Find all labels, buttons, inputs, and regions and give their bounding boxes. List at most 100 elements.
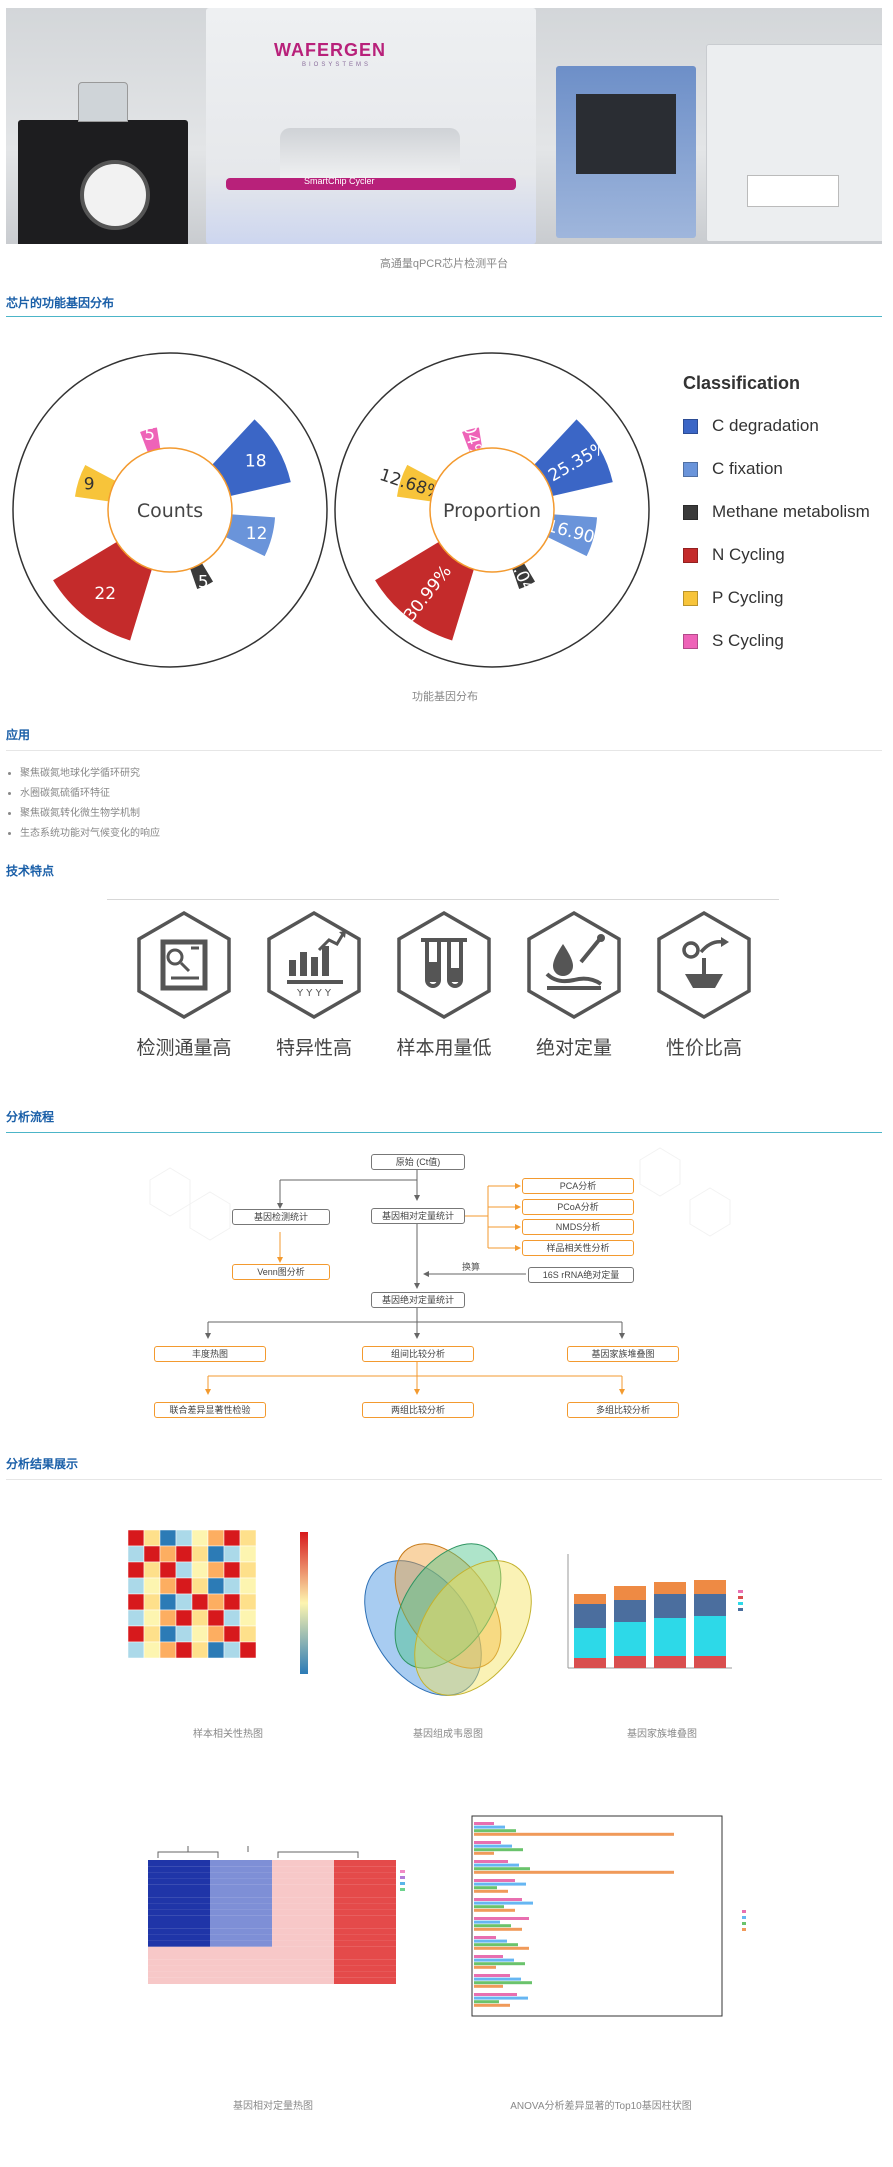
scale-icon — [657, 910, 751, 1020]
venn-diagram-image — [364, 1543, 532, 1696]
pie-caption: 功能基因分布 — [412, 691, 478, 703]
pie-slice-label: 5 — [198, 572, 209, 592]
list-item: 聚焦碳氮转化微生物学机制 — [20, 804, 160, 824]
feature-label: 特异性高 — [275, 1038, 352, 1059]
relative-heatmap-image — [148, 1846, 405, 1984]
pie-slice-methane-metabolism — [512, 563, 536, 589]
chip-icon — [137, 910, 231, 1020]
flow-node-family-stack: 基因家族堆叠图 — [567, 1346, 679, 1362]
flow-node-gene-detect: 基因检测统计 — [232, 1209, 330, 1225]
legend-label: C degradation — [712, 416, 819, 435]
legend-item: S Cycling — [683, 631, 784, 651]
flow-node-group-cmp: 组间比较分析 — [362, 1346, 474, 1362]
pie-slice-c-fixation — [225, 514, 276, 557]
feature-label: 绝对定量 — [535, 1038, 612, 1059]
flow-node-absolute: 基因绝对定量统计 — [371, 1292, 465, 1308]
legend-label: P Cycling — [712, 588, 784, 607]
correlation-heatmap-image — [128, 1530, 308, 1674]
flow-node-venn: Venn图分析 — [232, 1264, 330, 1280]
pie-slice-c-degradation — [534, 419, 613, 497]
test-tubes-icon — [397, 910, 491, 1020]
pie-slice-label: 12 — [246, 524, 268, 544]
section-title-results: 分析结果展示 — [6, 1457, 79, 1471]
legend-item: Methane metabolism — [683, 502, 870, 522]
feature-item: 检测通量高 — [124, 910, 244, 1060]
flow-node-relative: 基因相对定量统计 — [371, 1208, 465, 1224]
section-title-apps: 应用 — [6, 728, 31, 742]
feature-label: 性价比高 — [665, 1038, 742, 1059]
pie-slice-s-cycling — [462, 427, 483, 453]
legend-swatch — [683, 590, 698, 606]
pressure-device — [18, 82, 188, 244]
feature-item: Y Y Y Y 特异性高 — [254, 910, 374, 1060]
pie-slice-label: 9 — [84, 475, 95, 495]
pie-slice-n-cycling — [53, 541, 152, 641]
hero-caption: 高通量qPCR芯片检测平台 — [379, 258, 509, 270]
flow-node-start: 原始 (Ct值) — [371, 1154, 465, 1170]
legend-swatch — [683, 504, 698, 520]
stacked-bar-image — [567, 1554, 743, 1669]
flow-connectors — [149, 1147, 731, 1395]
list-item: 聚焦碳氮地球化学循环研究 — [20, 764, 160, 784]
pie-center — [107, 447, 233, 573]
section-divider — [6, 1479, 882, 1480]
flow-label-convert: 换算 — [462, 1262, 481, 1272]
legend-title: Classification — [683, 373, 801, 393]
brand-logo: WAFERGEN — [274, 40, 387, 60]
legend-item: N Cycling — [683, 545, 785, 565]
result-caption: 基因组成韦恩图 — [413, 1729, 483, 1740]
feature-label: 样本用量低 — [396, 1038, 492, 1059]
flow-node-nmds: NMDS分析 — [522, 1219, 634, 1235]
pie-center-label: Proportion — [443, 500, 541, 522]
legend-item: P Cycling — [683, 588, 784, 608]
app-list: 聚焦碳氮地球化学循环研究 水圈碳氮硫循环特征 聚焦碳氮转化微生物学机制 生态系统… — [10, 764, 160, 844]
section-divider — [6, 316, 882, 317]
bar-chart-icon: Y Y Y Y — [267, 910, 361, 1020]
list-item: 生态系统功能对气候变化的响应 — [20, 824, 160, 844]
section-title-features: 技术特点 — [6, 864, 55, 878]
device-label: SmartChip Cycler — [304, 176, 375, 186]
flow-node-corr: 样品相关性分析 — [522, 1240, 634, 1256]
result-caption: 基因相对定量热图 — [233, 2101, 313, 2112]
legend-swatch — [683, 418, 698, 434]
feature-label: 检测通量高 — [136, 1038, 232, 1059]
result-caption: 样本相关性热图 — [193, 1729, 263, 1740]
legend-label: S Cycling — [712, 631, 784, 650]
pie-slice-n-cycling — [375, 541, 474, 641]
flow-node-two-group: 两组比较分析 — [362, 1402, 474, 1418]
flow-node-diff-test: 联合差异显著性检验 — [154, 1402, 266, 1418]
pie-center — [429, 447, 555, 573]
robot-device — [706, 44, 882, 242]
section-divider — [6, 750, 882, 751]
list-item: 水圈碳氮硫循环特征 — [20, 784, 160, 804]
pie-slice-methane-metabolism — [190, 563, 214, 589]
pie-slice-label: 18 — [245, 452, 267, 472]
anova-barplot-image — [471, 1815, 746, 2017]
pie-slice-label: 5 — [144, 425, 155, 445]
pie-slice-p-cycling — [74, 464, 116, 502]
flow-node-heatmap: 丰度热图 — [154, 1346, 266, 1362]
brand-subtitle: BIOSYSTEMS — [302, 62, 372, 68]
pie-slice-c-degradation — [212, 419, 291, 497]
flow-node-pcoa: PCoA分析 — [522, 1199, 634, 1215]
flow-node-pca: PCA分析 — [522, 1178, 634, 1194]
flow-node-multi-group: 多组比较分析 — [567, 1402, 679, 1418]
legend-label: N Cycling — [712, 545, 785, 564]
dropper-icon — [527, 910, 621, 1020]
legend-label: Methane metabolism — [712, 502, 870, 521]
hero-photo: WAFERGEN BIOSYSTEMS SmartChip Cycler — [6, 8, 882, 244]
legend-label: C fixation — [712, 459, 783, 478]
pie-slice-c-fixation — [547, 514, 598, 557]
section-title-flow: 分析流程 — [6, 1110, 55, 1124]
result-caption: 基因家族堆叠图 — [627, 1729, 697, 1740]
feature-item: 样本用量低 — [384, 910, 504, 1060]
pie-slice-label: 22 — [94, 584, 116, 604]
feature-item: 性价比高 — [644, 910, 764, 1060]
dispenser-device — [556, 66, 696, 238]
pie-slice-p-cycling — [396, 464, 438, 502]
flow-node-rrna: 16S rRNA绝对定量 — [528, 1267, 634, 1283]
section-title-genes: 芯片的功能基因分布 — [6, 296, 115, 310]
section-divider — [6, 1132, 882, 1133]
section-divider — [107, 899, 779, 900]
